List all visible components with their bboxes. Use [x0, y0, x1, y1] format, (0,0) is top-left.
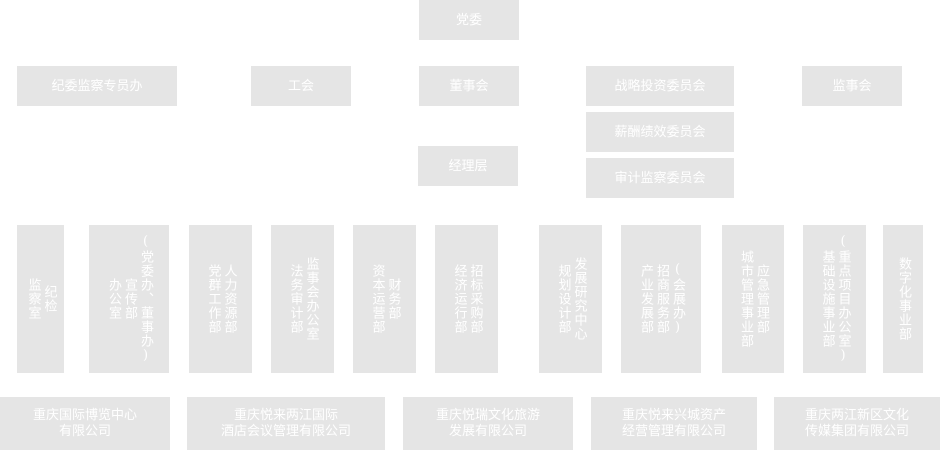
department-box: (重点项目办公室) 基础设施事业部: [803, 225, 866, 373]
management-box: 经理层: [418, 146, 518, 186]
subsidiary-box: 重庆国际博览中心 有限公司: [0, 397, 170, 450]
department-box: 人力资源部 党群工作部: [189, 225, 252, 373]
department-box: 财务部 资本运营部: [353, 225, 416, 373]
department-box: (会展办) 招商服务部 产业发展部: [621, 225, 701, 373]
department-box: 发展研究中心 规划设计部: [539, 225, 602, 373]
board-of-supervisors-box: 监事会: [802, 66, 902, 106]
discipline-office-box: 纪委监察专员办: [17, 66, 177, 106]
department-box: 监事会办公室 法务审计部: [271, 225, 334, 373]
subsidiary-box: 重庆悦瑞文化旅游 发展有限公司: [403, 397, 573, 450]
strategy-investment-committee-box: 战略投资委员会: [586, 66, 734, 106]
department-box: (党委办、董事办) 宣传部 办公室: [89, 225, 169, 373]
salary-performance-committee-box: 薪酬绩效委员会: [586, 112, 734, 152]
subsidiary-box: 重庆悦来两江国际 酒店会议管理有限公司: [187, 397, 385, 450]
department-box: 招标采购部 经济运行部: [435, 225, 498, 373]
subsidiary-box: 重庆悦来兴城资产 经营管理有限公司: [591, 397, 757, 450]
department-box: 数字化事业部: [883, 225, 923, 373]
subsidiary-box: 重庆两江新区文化 传媒集团有限公司: [774, 397, 940, 450]
board-of-directors-box: 董事会: [419, 66, 519, 106]
trade-union-box: 工会: [251, 66, 351, 106]
party-committee-box: 党委: [419, 0, 519, 40]
department-box: 纪检 监察室: [17, 225, 64, 373]
department-box: 应急管理部 城市管理事业部: [722, 225, 784, 373]
audit-supervision-committee-box: 审计监察委员会: [586, 158, 734, 198]
